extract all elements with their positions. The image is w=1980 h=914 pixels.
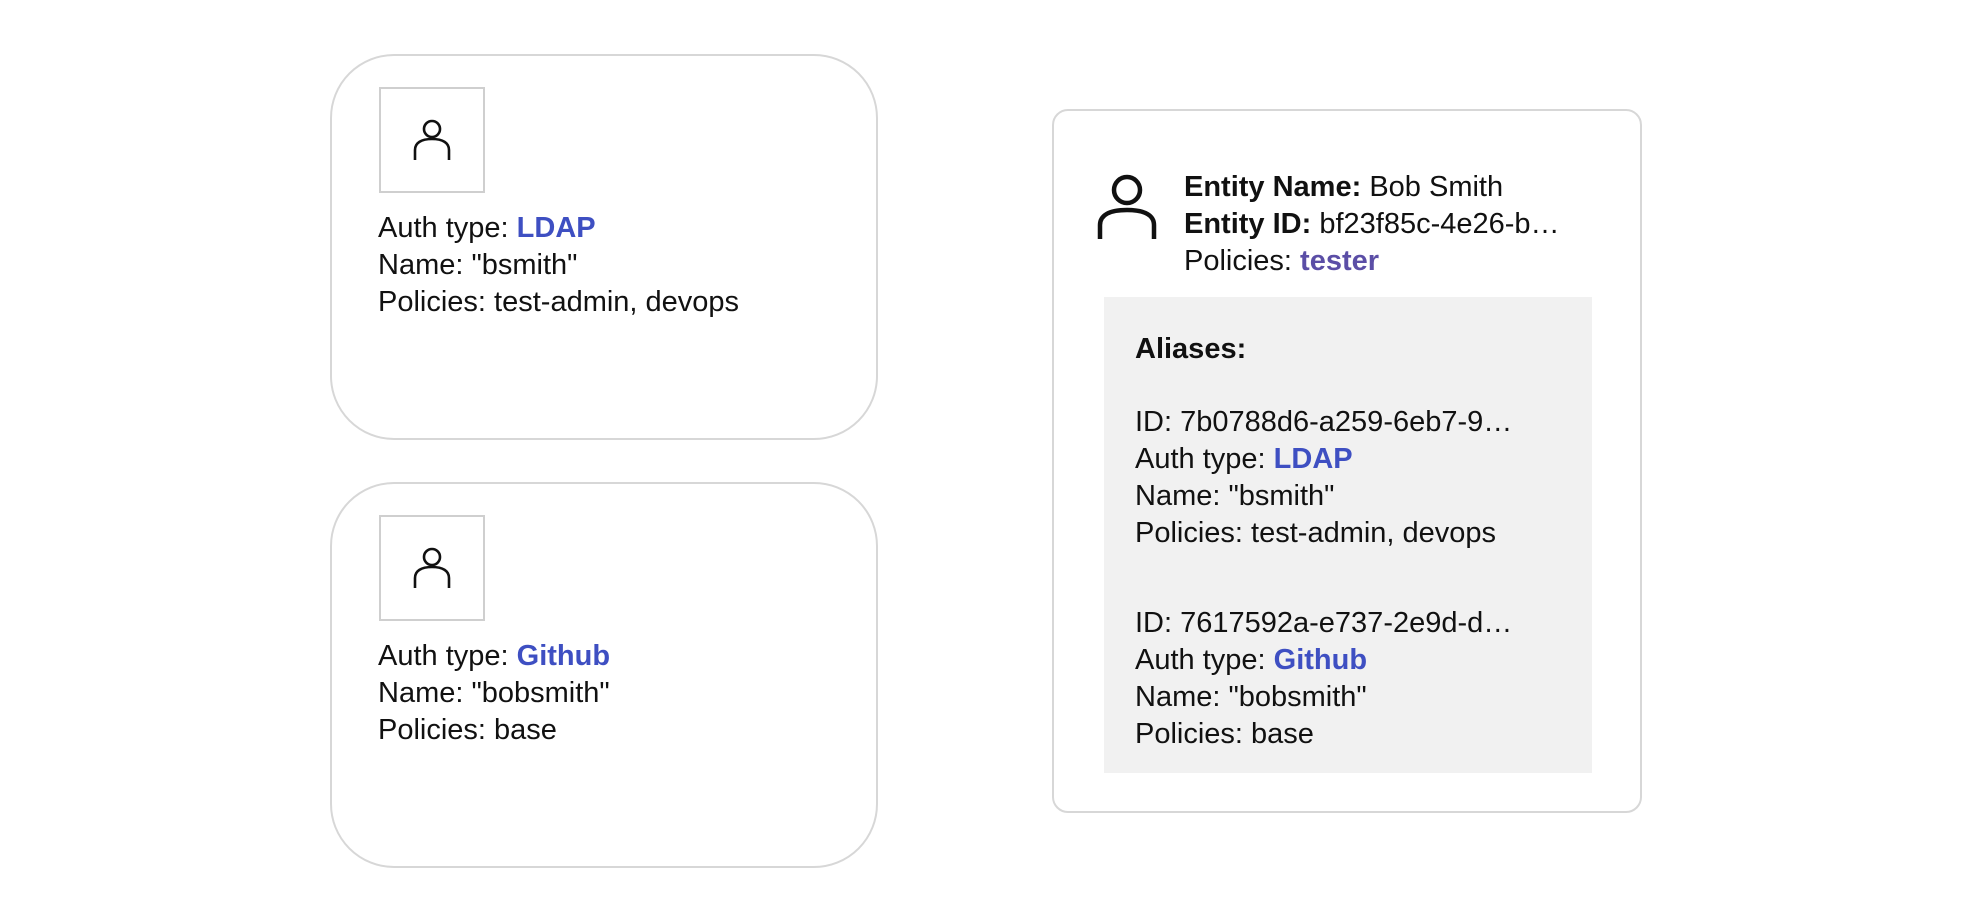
auth-type-label: Auth type:	[378, 640, 517, 672]
avatar	[379, 515, 485, 621]
auth-type-line: Auth type: Github	[1135, 642, 1512, 679]
entity-policies-value: tester	[1300, 245, 1380, 277]
entity-header: Entity Name: Bob Smith Entity ID: bf23f8…	[1184, 169, 1560, 280]
avatar	[379, 87, 485, 193]
aliases-panel: Aliases: ID: 7b0788d6-a259-6eb7-9… Auth …	[1104, 297, 1592, 773]
policies-line: Policies: test-admin, devops	[1135, 517, 1497, 549]
policies-line: Policies: base	[378, 714, 557, 746]
entity-id-value: bf23f85c-4e26-b…	[1311, 208, 1560, 240]
alias-card-ldap: Auth type: LDAP Name: "bsmith" Policies:…	[330, 54, 878, 440]
entity-name-line: Entity Name: Bob Smith	[1184, 169, 1560, 206]
name-line: Name: "bobsmith"	[378, 677, 610, 709]
auth-type-value: Github	[516, 640, 611, 672]
entity-card: Entity Name: Bob Smith Entity ID: bf23f8…	[1052, 109, 1642, 813]
auth-type-label: Auth type:	[378, 212, 517, 244]
alias-id-line: ID: 7617592a-e737-2e9d-d…	[1135, 607, 1513, 639]
person-icon	[1097, 174, 1157, 239]
entity-id-label: Entity ID:	[1184, 208, 1312, 240]
entity-policies-label: Policies:	[1184, 245, 1301, 277]
entity-policies-line: Policies: tester	[1184, 243, 1560, 280]
auth-type-line: Auth type: LDAP	[378, 210, 739, 247]
name-line: Name: "bsmith"	[1135, 480, 1335, 512]
entity-name-value: Bob Smith	[1361, 171, 1504, 203]
policies-line: Policies: test-admin, devops	[378, 286, 740, 318]
alias-entry: ID: 7b0788d6-a259-6eb7-9… Auth type: LDA…	[1135, 404, 1512, 552]
auth-type-value: LDAP	[1273, 443, 1353, 475]
person-icon	[413, 119, 451, 160]
alias-id-line: ID: 7b0788d6-a259-6eb7-9…	[1135, 406, 1513, 438]
person-icon	[413, 547, 451, 588]
alias-details: Auth type: LDAP Name: "bsmith" Policies:…	[378, 210, 739, 321]
auth-type-line: Auth type: Github	[378, 638, 610, 675]
alias-card-github: Auth type: Github Name: "bobsmith" Polic…	[330, 482, 878, 868]
alias-entry: ID: 7617592a-e737-2e9d-d… Auth type: Git…	[1135, 605, 1512, 753]
auth-type-label: Auth type:	[1135, 443, 1274, 475]
auth-type-line: Auth type: LDAP	[1135, 441, 1512, 478]
aliases-title: Aliases:	[1135, 333, 1247, 365]
policies-line: Policies: base	[1135, 718, 1314, 750]
auth-type-value: Github	[1273, 644, 1368, 676]
alias-details: Auth type: Github Name: "bobsmith" Polic…	[378, 638, 610, 749]
entity-name-label: Entity Name:	[1184, 171, 1362, 203]
name-line: Name: "bobsmith"	[1135, 681, 1367, 713]
entity-id-line: Entity ID: bf23f85c-4e26-b…	[1184, 206, 1560, 243]
name-line: Name: "bsmith"	[378, 249, 578, 281]
auth-type-value: LDAP	[516, 212, 596, 244]
auth-type-label: Auth type:	[1135, 644, 1274, 676]
